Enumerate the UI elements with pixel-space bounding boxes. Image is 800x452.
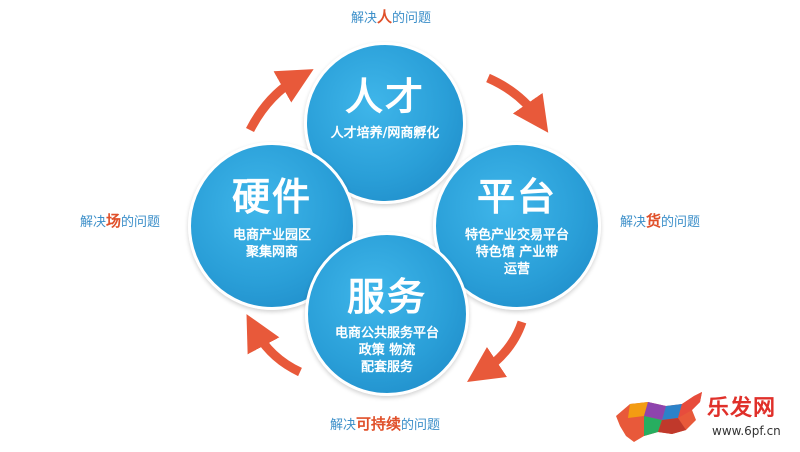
circle-service: 服务 电商公共服务平台 政策 物流 配套服务	[305, 232, 469, 396]
circle-title: 硬件	[231, 175, 312, 219]
curved-arrow-icon	[245, 69, 314, 133]
caption-highlight: 货	[646, 212, 662, 230]
caption-highlight: 可持续	[356, 415, 402, 433]
caption-pre: 解决	[330, 418, 357, 433]
caption-pre: 解决	[351, 11, 378, 26]
caption-highlight: 场	[106, 212, 122, 230]
caption-post: 的问题	[401, 418, 441, 433]
caption-post: 的问题	[392, 11, 432, 26]
circle-talent: 人才 人才培养/网商孵化	[304, 42, 466, 204]
bull-logo-icon	[616, 392, 702, 442]
caption-sustainability: 解决可持续的问题	[330, 413, 440, 434]
circle-desc: 电商公共服务平台 政策 物流 配套服务	[334, 326, 439, 375]
caption-pre: 解决	[620, 215, 647, 230]
caption-pre: 解决	[80, 215, 107, 230]
caption-post: 的问题	[121, 215, 161, 230]
logo-url: www.6pf.cn	[712, 424, 781, 438]
circle-title: 平台	[476, 175, 557, 219]
caption-goods: 解决货的问题	[620, 210, 700, 231]
curved-arrow-icon	[467, 320, 527, 382]
circle-hardware: 硬件 电商产业园区 聚集网商	[188, 142, 356, 310]
circle-desc: 人才培养/网商孵化	[330, 126, 440, 141]
curved-arrow-icon	[246, 314, 302, 377]
logo-name: 乐发网	[707, 395, 777, 421]
circle-title: 人才	[344, 75, 425, 119]
caption-post: 的问题	[661, 215, 701, 230]
caption-people: 解决人的问题	[351, 6, 431, 27]
caption-venue: 解决场的问题	[80, 210, 160, 231]
circle-desc: 特色产业交易平台 特色馆 产业带 运营	[464, 228, 569, 277]
circle-title: 服务	[346, 275, 427, 319]
caption-highlight: 人	[377, 8, 393, 26]
circle-desc: 电商产业园区 聚集网商	[232, 228, 311, 260]
curved-arrow-icon	[486, 73, 549, 133]
